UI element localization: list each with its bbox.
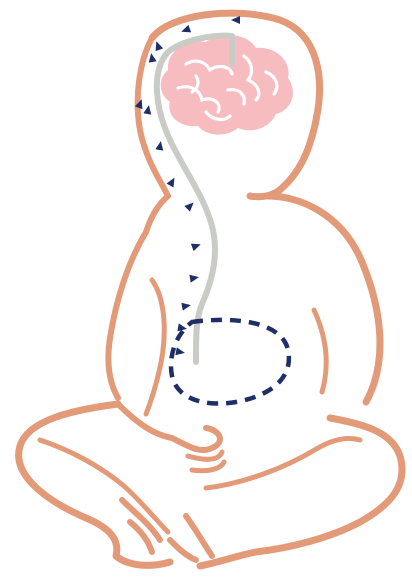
arrowhead-icon xyxy=(167,176,178,188)
arrowhead-icon xyxy=(147,52,156,62)
hand-fingers xyxy=(188,452,224,471)
arrowhead-icon xyxy=(155,140,164,150)
right-arm-inner xyxy=(314,310,326,392)
right-foot xyxy=(170,516,212,560)
arrowhead-icon xyxy=(181,301,191,310)
arrowhead-icon xyxy=(153,40,164,51)
left-arm-inner xyxy=(146,280,164,414)
arrowhead-icon xyxy=(175,347,185,356)
head-left-outline xyxy=(138,38,168,232)
left-leg-inner xyxy=(40,440,168,532)
arrowhead-icon xyxy=(180,25,191,36)
brain-icon xyxy=(161,35,293,135)
arrowhead-icon xyxy=(231,16,240,24)
gut-loop-dashed xyxy=(171,320,289,404)
arrowhead-icon xyxy=(184,200,196,212)
left-shoulder-outline xyxy=(108,232,146,398)
arrowhead-icon xyxy=(189,273,199,282)
left-foot xyxy=(122,500,160,552)
arrowhead-icon xyxy=(191,241,202,252)
hands-outline xyxy=(118,404,220,450)
right-leg-inner xyxy=(206,438,360,488)
arrowhead-icon xyxy=(143,104,152,114)
right-leg-outline xyxy=(200,418,402,566)
